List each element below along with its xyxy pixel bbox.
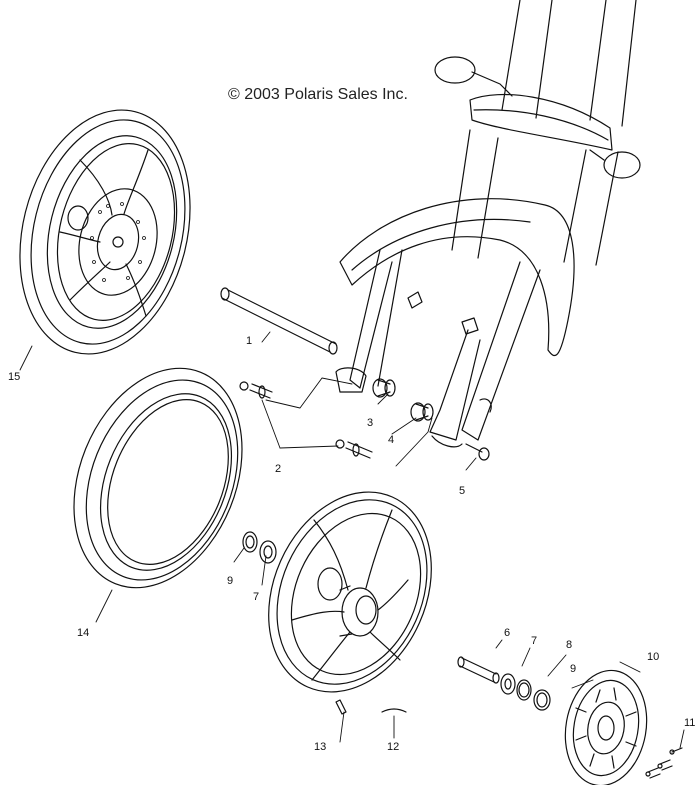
axle (220, 287, 338, 355)
callout-7-left: 7 (253, 591, 260, 603)
assembled-wheel (19, 109, 191, 355)
tire (73, 367, 243, 589)
callout-14: 14 (77, 627, 90, 639)
callout-13: 13 (314, 741, 327, 753)
leader-lines (19, 331, 685, 749)
callout-9-left: 9 (227, 575, 234, 587)
callout-15: 15 (8, 371, 21, 383)
fork-assembly (335, 0, 641, 448)
valve-stem (335, 699, 347, 715)
callout-11: 11 (684, 717, 696, 729)
callout-2: 2 (275, 463, 282, 475)
seal-bearing-left (242, 531, 277, 564)
callout-6: 6 (504, 627, 511, 639)
callout-8: 8 (566, 639, 573, 651)
spacer-6 (457, 656, 500, 684)
axle-pinch-bolts (239, 381, 373, 459)
disc-bolts (645, 747, 683, 779)
callout-3: 3 (367, 417, 374, 429)
balance-weight (381, 708, 407, 713)
callout-1: 1 (246, 335, 253, 347)
bearing-seal-right (500, 673, 551, 711)
callout-5: 5 (459, 485, 466, 497)
bolt-5 (465, 443, 490, 461)
callout-7-right: 7 (531, 635, 538, 647)
spacer-3 (372, 378, 396, 398)
spacer-4 (410, 402, 434, 422)
copyright-notice: © 2003 Polaris Sales Inc. (228, 86, 408, 103)
callout-4: 4 (388, 434, 395, 446)
brake-disc (564, 669, 648, 785)
callout-9-right: 9 (570, 663, 577, 675)
rim (268, 491, 432, 693)
callout-12: 12 (387, 741, 400, 753)
callout-10: 10 (647, 651, 660, 663)
